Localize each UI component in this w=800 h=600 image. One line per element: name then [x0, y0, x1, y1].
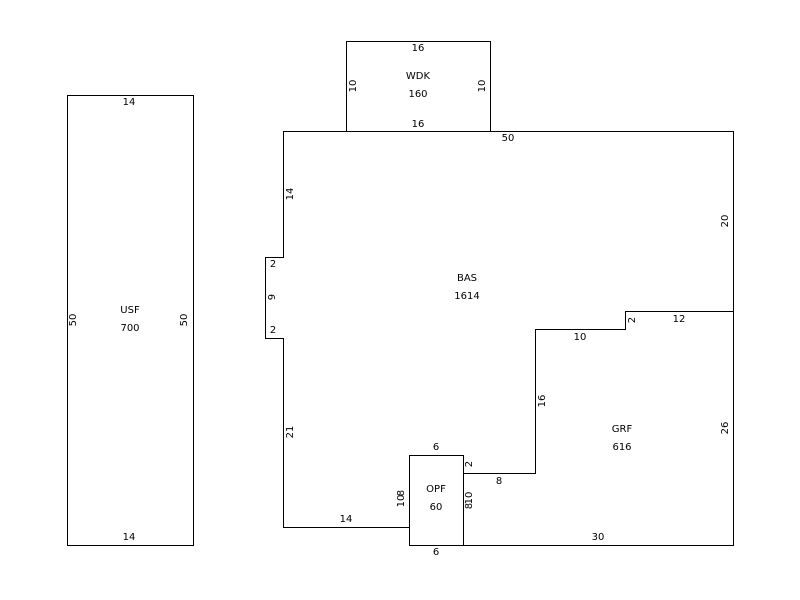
- opf-code-label: OPF: [426, 484, 446, 495]
- usf-left-dimension: 50: [68, 314, 79, 327]
- bas-right-dimension: 20: [720, 215, 731, 228]
- opf-area-label: 60: [430, 502, 443, 513]
- wdk-left-dimension: 10: [348, 80, 359, 93]
- usf-section: USF 700 14 14 50 50: [67, 95, 194, 546]
- usf-outline: [67, 95, 194, 546]
- grf-section: GRF 616 26 30: [463, 311, 734, 546]
- bas-bottom-left-dimension: 14: [340, 514, 353, 525]
- wdk-section: WDK 160 16 16 10 10: [346, 41, 491, 132]
- opf-left-dimension-b: 8: [396, 490, 407, 496]
- usf-top-dimension: 14: [123, 97, 136, 108]
- bas-left-upper-dimension: 14: [285, 188, 296, 201]
- usf-right-dimension: 50: [179, 314, 190, 327]
- bas-notch-bottom-dimension: 2: [270, 325, 276, 336]
- wdk-code-label: WDK: [406, 71, 431, 82]
- opf-outline: [409, 455, 464, 546]
- opf-left-dimension-a: 10: [396, 495, 407, 508]
- bas-top-dimension: 50: [502, 133, 515, 144]
- grf-right-dimension: 26: [720, 422, 731, 435]
- bas-step-2b-dimension: 2: [464, 461, 475, 467]
- opf-section: OPF 60 6 6 10 8 8 10: [396, 442, 475, 558]
- opf-top-dimension: 6: [433, 442, 439, 453]
- opf-right-dimension-b: 10: [464, 492, 475, 505]
- bas-left-lower-dimension: 21: [285, 426, 296, 439]
- bas-notch-top-dimension: 2: [270, 259, 276, 270]
- bas-code-label: BAS: [457, 273, 477, 284]
- usf-bottom-dimension: 14: [123, 532, 136, 543]
- bas-step-12-dimension: 12: [673, 314, 686, 325]
- bas-section: BAS 1614 50 20 14 2 9 2 21 14 10 2 12 16…: [265, 131, 734, 528]
- grf-code-label: GRF: [612, 424, 633, 435]
- bas-step-10-dimension: 10: [574, 332, 587, 343]
- opf-bottom-dimension: 6: [433, 547, 439, 558]
- wdk-area-label: 160: [408, 89, 427, 100]
- wdk-outline: [346, 41, 491, 132]
- bas-notch-side-dimension: 9: [267, 294, 278, 300]
- bas-outline: [265, 131, 734, 528]
- usf-area-label: 700: [120, 323, 139, 334]
- grf-bottom-dimension: 30: [592, 532, 605, 543]
- opf-right-dimension-a: 8: [464, 503, 475, 509]
- wdk-bottom-dimension: 16: [412, 119, 425, 130]
- grf-area-label: 616: [612, 442, 631, 453]
- grf-outline: [463, 311, 734, 546]
- bas-step-2-dimension: 2: [627, 317, 638, 323]
- bas-step-8-dimension: 8: [496, 476, 502, 487]
- usf-code-label: USF: [120, 305, 140, 316]
- wdk-top-dimension: 16: [412, 43, 425, 54]
- bas-step-16-dimension: 16: [537, 395, 548, 408]
- wdk-right-dimension: 10: [477, 80, 488, 93]
- bas-area-label: 1614: [454, 291, 479, 302]
